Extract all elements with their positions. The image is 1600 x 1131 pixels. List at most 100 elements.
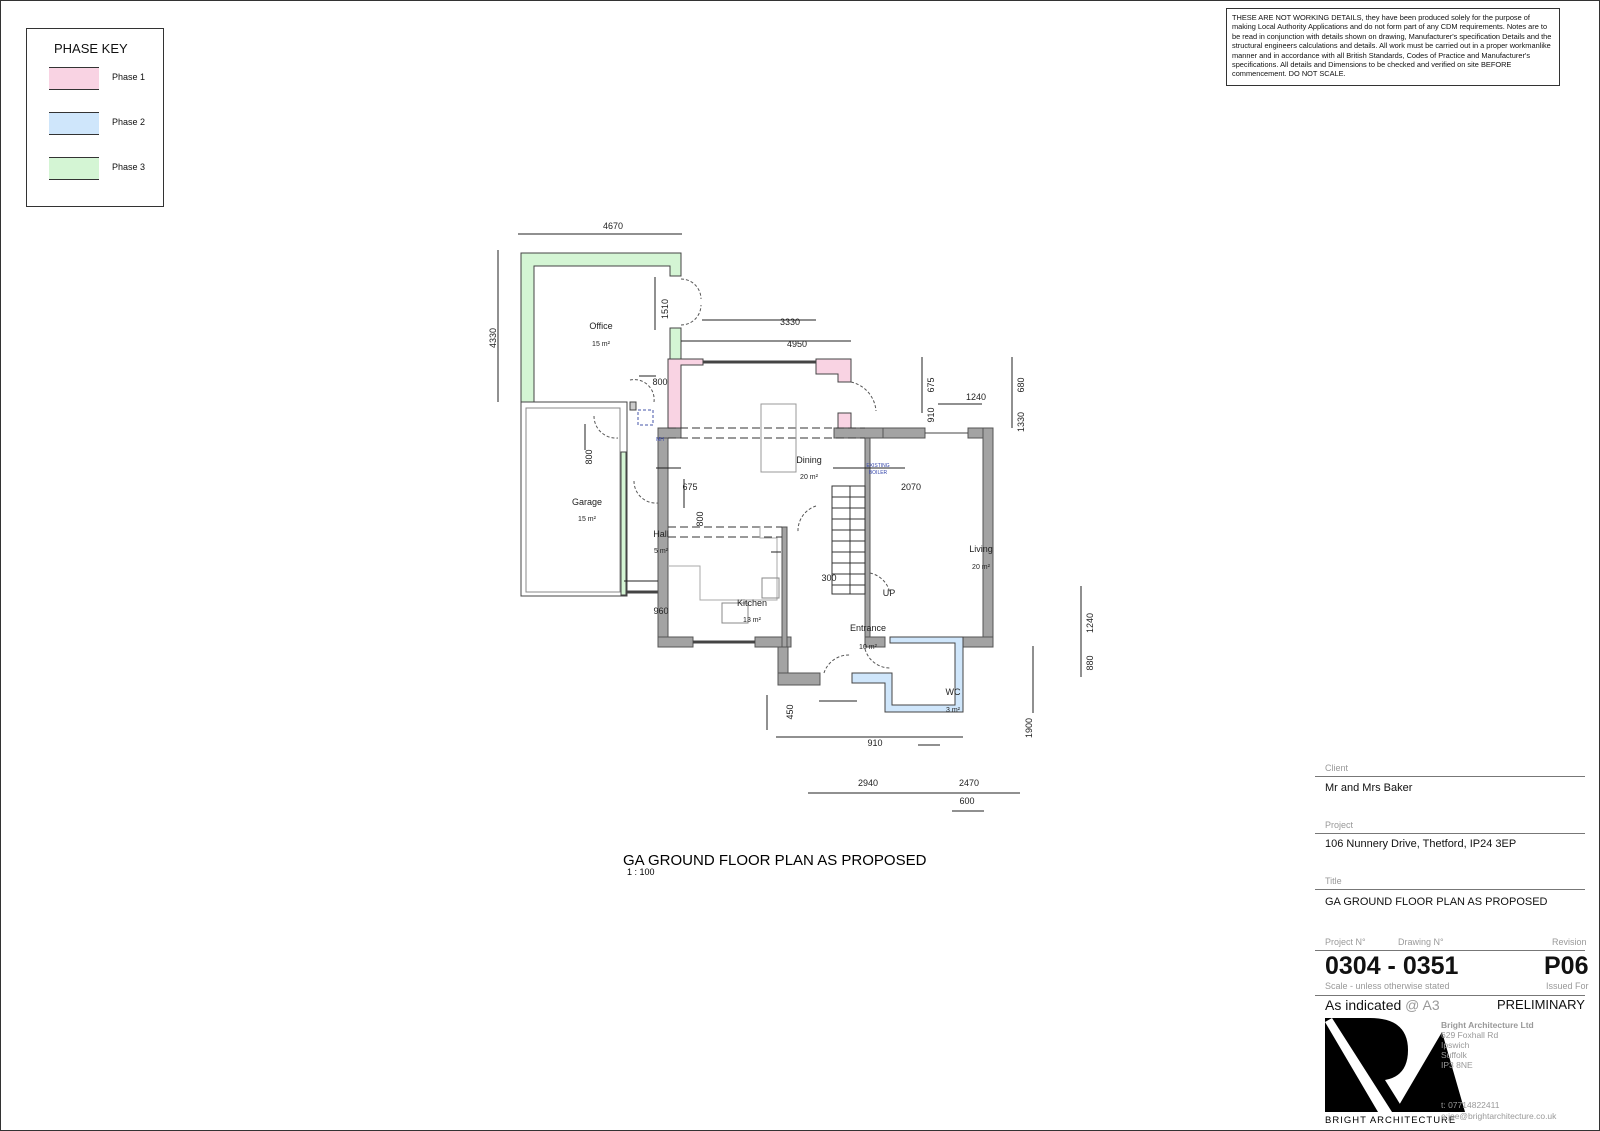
dim-text: 3330 [780,317,800,327]
garage-outline [520,401,628,597]
room-name-dining: Dining [796,455,822,465]
dim-text: 680 [1016,377,1026,392]
dim-text: 4330 [488,328,498,348]
paper-size: @ A3 [1405,997,1440,1013]
title-value: GA GROUND FLOOR PLAN AS PROPOSED [1325,896,1548,908]
dim-text: 450 [785,704,795,719]
dining-table [760,403,797,473]
room-area-wc: 3 m² [946,707,961,714]
dim-text: 1510 [660,299,670,319]
room-name-hall: Hall [653,529,669,539]
phase-1-label: Phase 1 [112,72,146,82]
phase-1-swatch [49,67,99,90]
scale-label: Scale - unless otherwise stated [1325,981,1450,991]
phase-key: PHASE KEY Phase 1 Phase 2 Phase 3 [26,28,164,207]
room-area-garage: 15 m² [578,516,597,523]
dim-text: 910 [926,407,936,422]
manhole-label: MH [656,437,664,443]
dim-text: 880 [1085,655,1095,670]
company-phone: t: 07714822411 [1441,1100,1500,1110]
dim-text: 675 [926,377,936,392]
plan-title: GA GROUND FLOOR PLAN AS PROPOSED [623,852,927,869]
dim-text: 2940 [858,778,878,788]
room-name-living: Living [969,544,993,554]
address-line: IP3 8NE [1441,1060,1473,1070]
floor-plan: Office 15 m² Dining 20 m² Garage 15 m² H… [488,221,1095,812]
dim-text: 4950 [787,339,807,349]
room-name-garage: Garage [572,497,602,507]
dim-text: 2070 [901,482,921,492]
phase1-wall-left [667,358,704,429]
phase-2-swatch [49,112,99,135]
issued-for-value: PRELIMINARY [1497,997,1585,1012]
address-line: Ipswich [1441,1040,1470,1050]
garage-inner [525,407,621,593]
dim-text: 1330 [1016,412,1026,432]
office-wall-phase3-lower [669,327,682,360]
phase-key-title: PHASE KEY [54,41,128,56]
dim-text: 675 [682,482,697,492]
disclaimer-notes: THESE ARE NOT WORKING DETAILS, they have… [1226,8,1560,86]
phase-3-swatch [49,157,99,180]
staircase [831,485,866,595]
dim-text: 910 [867,738,882,748]
dim-text: 300 [821,573,836,583]
project-no-label: Project N° [1325,937,1366,947]
phase2-wc-walls [851,636,964,713]
stair-up-label: UP [883,588,896,598]
plan-scale: 1 : 100 [627,867,655,877]
revision-label: Revision [1552,937,1587,947]
room-area-office: 15 m² [592,341,611,348]
dim-text: 4670 [603,221,623,231]
client-label: Client [1325,763,1349,773]
project-label: Project [1325,820,1354,830]
room-area-entrance: 10 m² [859,644,878,651]
scale-row: As indicated @ A3 [1325,997,1440,1013]
door-swings [593,278,891,674]
dim-text: 960 [653,606,668,616]
sink [721,602,749,624]
drawing-no-label: Drawing N° [1398,937,1444,947]
logo-text: BRIGHT ARCHITECTURE [1325,1115,1456,1126]
address-line: Suffolk [1441,1050,1467,1060]
drawing-number: 0304 - 0351 [1325,952,1459,980]
dimension-lines [497,233,1082,746]
dim-text: 1240 [1085,613,1095,633]
company-name: Bright Architecture Ltd [1441,1020,1534,1030]
room-area-hall: 5 m² [654,548,669,555]
room-name-kitchen: Kitchen [737,598,767,608]
garage-wall [620,451,627,596]
boiler-label-1: EXISTING [866,463,889,469]
hob [761,577,780,599]
bright-architecture-logo: BRIGHT ARCHITECTURE [1325,1018,1465,1126]
room-area-dining: 20 m² [800,474,819,481]
phase1-wall-right [815,358,852,383]
room-area-kitchen: 13 m² [743,617,762,624]
dim-text: 2470 [959,778,979,788]
client-value: Mr and Mrs Baker [1325,782,1413,794]
boiler-label-2: BOILER [869,470,888,476]
dim-text: 1900 [1024,718,1034,738]
issued-for-label: Issued For [1546,981,1589,991]
dim-text: 600 [959,796,974,806]
phase-2-label: Phase 2 [112,117,146,127]
title-label: Title [1325,876,1342,886]
phase1-wall-pier [837,412,852,429]
room-name-wc: WC [946,687,961,697]
room-name-entrance: Entrance [850,623,886,633]
kitchen-units [668,526,778,601]
revision-value: P06 [1544,952,1589,980]
dim-text: 800 [652,377,667,387]
existing-walls [657,427,994,686]
scale-value: As indicated [1325,997,1402,1013]
dim-text: 800 [584,449,594,464]
dim-text: 800 [695,511,705,526]
room-area-living: 20 m² [972,564,991,571]
manhole [637,409,654,426]
phase-3-label: Phase 3 [112,162,146,172]
room-name-office: Office [589,321,612,331]
dim-text: 1240 [966,392,986,402]
project-value: 106 Nunnery Drive, Thetford, IP24 3EP [1325,838,1517,850]
company-email[interactable]: e:joe@brightarchitecture.co.uk [1441,1111,1557,1121]
